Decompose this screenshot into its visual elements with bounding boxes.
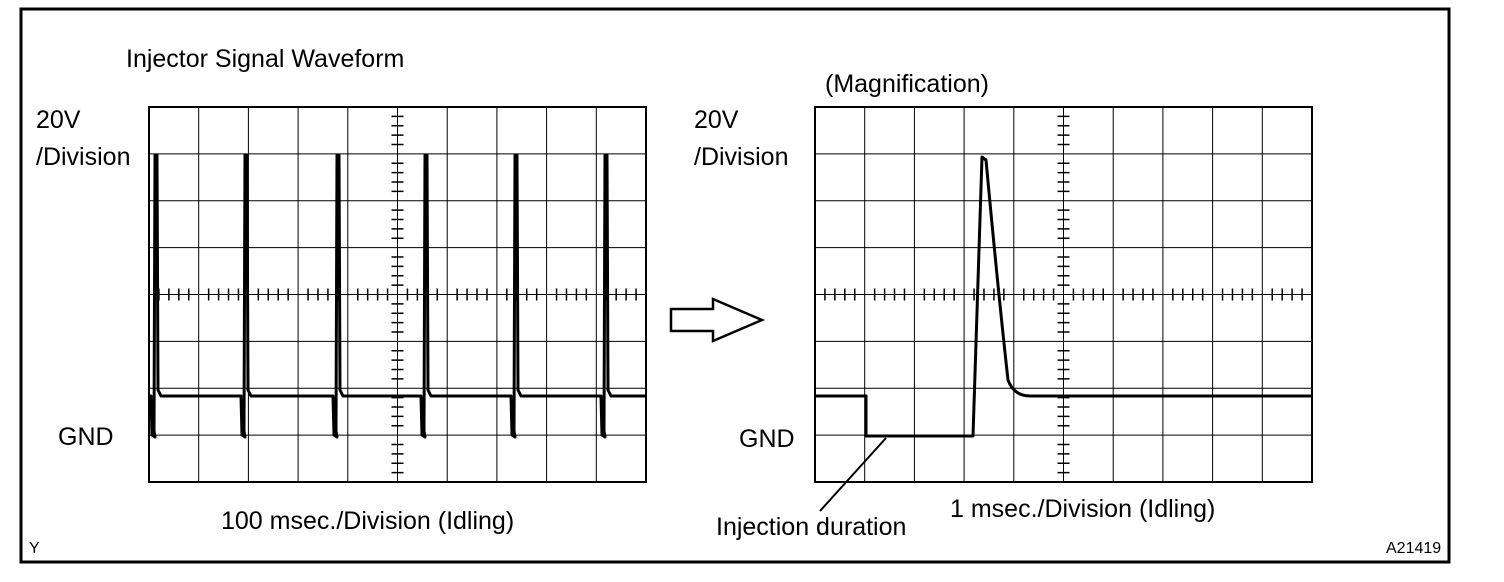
right-scope-ticks — [824, 115, 1303, 474]
left-oscilloscope — [148, 106, 647, 483]
right-oscilloscope — [814, 106, 1313, 483]
injection-duration-callout: Injection duration — [716, 513, 907, 541]
left-gnd-label: GND — [58, 423, 114, 451]
right-scope-grid — [815, 107, 1312, 482]
left-title: Injector Signal Waveform — [126, 45, 405, 73]
left-time-scale-label: 100 msec./Division (Idling) — [221, 507, 515, 535]
injection-duration-leader-line — [819, 437, 887, 512]
left-volt-scale-unit: /Division — [36, 143, 131, 171]
diagram-border — [19, 7, 1451, 564]
left-volt-scale-value: 20V — [36, 106, 81, 134]
right-time-scale-label: 1 msec./Division (Idling) — [950, 495, 1216, 523]
right-volt-scale-value: 20V — [694, 106, 739, 134]
left-injector-waveform — [149, 153, 646, 439]
right-injector-waveform — [815, 155, 1312, 438]
right-title: (Magnification) — [825, 70, 989, 98]
hollow-right-arrow-icon — [669, 297, 766, 343]
right-gnd-label: GND — [739, 425, 795, 453]
left-scope-grid — [149, 107, 646, 482]
right-volt-scale-unit: /Division — [694, 143, 789, 171]
corner-code-right: A21419 — [1386, 540, 1442, 557]
corner-code-left: Y — [29, 540, 40, 557]
